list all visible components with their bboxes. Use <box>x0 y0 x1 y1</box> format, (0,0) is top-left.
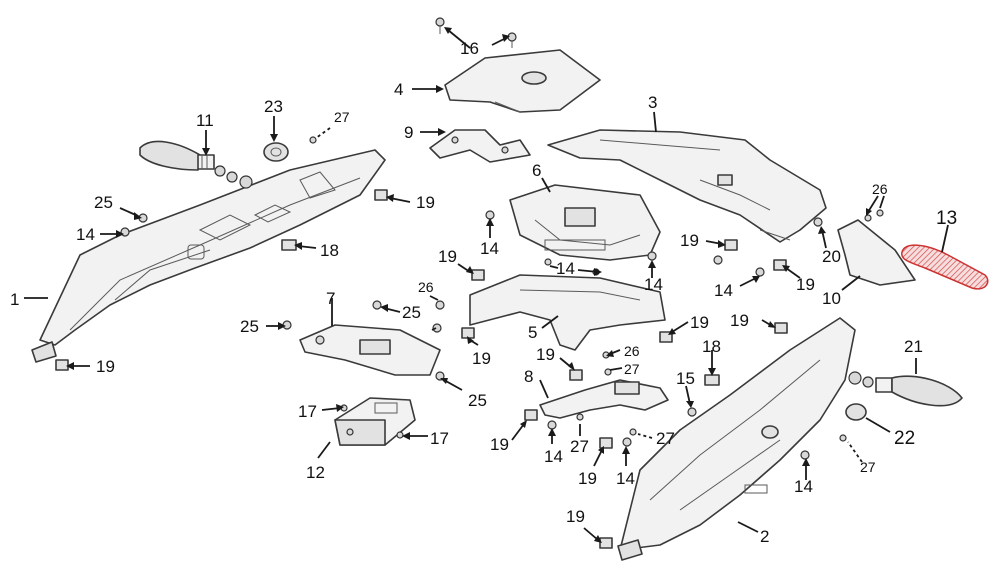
callout-8: 8 <box>524 367 533 386</box>
callout-17-right: 17 <box>430 429 449 448</box>
callout-14-bottom-left: 14 <box>544 447 563 466</box>
callout-19-bottom-center: 19 <box>578 469 597 488</box>
callout-labels: 16 4 3 9 11 23 27 25 14 19 18 1 19 6 14 … <box>10 39 957 546</box>
callout-12: 12 <box>306 463 325 482</box>
callout-26-right: 26 <box>872 181 888 197</box>
callout-14-left: 14 <box>76 225 95 244</box>
callout-6: 6 <box>532 161 541 180</box>
callout-22: 22 <box>894 428 915 449</box>
callout-13: 13 <box>936 208 957 229</box>
callout-19-center-upper: 19 <box>438 247 457 266</box>
callout-2: 2 <box>760 527 769 546</box>
callout-27-bottom-left: 27 <box>570 437 589 456</box>
callout-19-left-lower: 19 <box>96 357 115 376</box>
battery-tray-part-7 <box>299 324 441 376</box>
rear-upper-cowl-part-3 <box>547 129 827 243</box>
callout-14-right-upper: 14 <box>714 281 733 300</box>
callout-27-bottom-center: 27 <box>656 429 675 448</box>
callout-25-center-left: 25 <box>240 317 259 336</box>
callout-15: 15 <box>676 369 695 388</box>
right-side-cover-part-2 <box>617 317 856 561</box>
callout-26-center: 26 <box>418 279 434 295</box>
callout-19-right-top: 19 <box>730 311 749 330</box>
callout-14-center-right: 14 <box>644 275 663 294</box>
callout-19-left-upper: 19 <box>416 193 435 212</box>
callout-11: 11 <box>196 111 214 130</box>
left-turn-signal-part-11 <box>139 140 253 189</box>
callout-19-bottom: 19 <box>566 507 585 526</box>
callout-7: 7 <box>326 289 335 308</box>
callout-27-right: 27 <box>860 459 876 475</box>
grommet-part-22 <box>845 403 867 421</box>
top-cover-part-4 <box>444 49 601 113</box>
bracket-part-9 <box>429 129 531 163</box>
callout-14-center-upper: 14 <box>480 239 499 258</box>
bracket-part-8 <box>539 379 669 419</box>
callout-27-top: 27 <box>334 109 350 125</box>
rear-fender-part-5 <box>469 274 666 351</box>
callout-16: 16 <box>460 39 479 58</box>
callout-19-bottom-left: 19 <box>490 435 509 454</box>
callout-1: 1 <box>10 290 19 309</box>
callout-19-center-right: 19 <box>690 313 709 332</box>
callout-14-bottom-center: 14 <box>616 469 635 488</box>
callout-5: 5 <box>528 323 537 342</box>
callout-14-center-mid: 14 <box>556 259 575 278</box>
grommet-part-23 <box>263 142 289 162</box>
callout-18-right: 18 <box>702 337 721 356</box>
clip-part-18-right <box>704 374 720 386</box>
callout-18-left: 18 <box>320 241 339 260</box>
callout-20: 20 <box>822 247 841 266</box>
callout-17-left: 17 <box>298 402 317 421</box>
callout-26-lower: 26 <box>624 343 640 359</box>
callout-27-center: 27 <box>624 361 640 377</box>
callout-25-center-lower: 25 <box>468 391 487 410</box>
callout-19-center-lower: 19 <box>472 349 491 368</box>
callout-25-left: 25 <box>94 193 113 212</box>
callout-19-right-mid: 19 <box>796 275 815 294</box>
callout-19-right-upper: 19 <box>680 231 699 250</box>
callout-23: 23 <box>264 97 283 116</box>
reflector-bracket-part-10 <box>837 219 916 286</box>
callout-4: 4 <box>394 80 403 99</box>
leader-lines <box>24 27 949 543</box>
callout-19-center-mid: 19 <box>536 345 555 364</box>
right-turn-signal-part-21 <box>848 371 963 407</box>
reflector-lens-part-13 <box>901 244 989 290</box>
callout-14-right-lower: 14 <box>794 477 813 496</box>
callout-10: 10 <box>822 289 841 308</box>
control-unit-part-12 <box>334 397 416 446</box>
callout-21: 21 <box>904 337 923 356</box>
tail-light-housing-part-6 <box>509 184 661 261</box>
callout-25-center-top: 25 <box>402 303 421 322</box>
callout-9: 9 <box>404 123 413 142</box>
left-side-cover-part-1 <box>31 149 386 363</box>
clip-part-18-left <box>281 239 297 251</box>
callout-3: 3 <box>648 93 657 112</box>
